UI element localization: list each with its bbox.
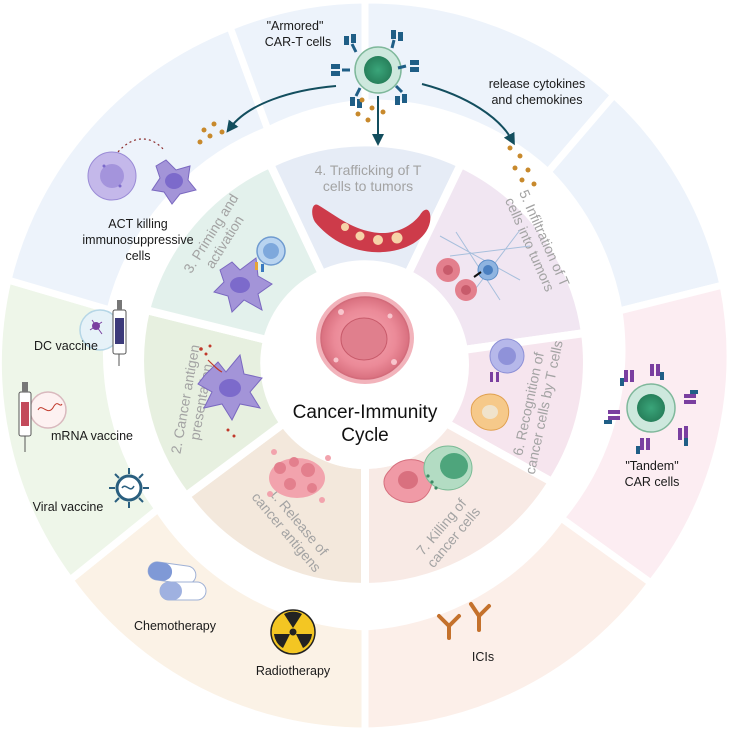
icis-antibodies-icon <box>437 602 491 640</box>
cytokine-dots <box>197 97 537 187</box>
chemotherapy-icon <box>147 561 207 601</box>
center-title-line2: Cycle <box>341 425 389 446</box>
therapy-labels: "Armored" CAR-T cells release cytokines … <box>33 19 680 678</box>
arrows <box>226 83 515 146</box>
killing-cancer-cells-icon <box>383 445 473 503</box>
antigen-release-icon <box>267 449 331 503</box>
tandem-car-icon <box>604 364 698 454</box>
cytokines-label-line2: and chemokines <box>491 93 582 107</box>
act-label-line3: cells <box>125 249 150 263</box>
svg-text:4. Trafficking of T: 4. Trafficking of T <box>315 162 422 178</box>
antigen-presenting-cell-icon <box>197 344 263 438</box>
center-hub: Cancer-Immunity Cycle <box>261 261 469 469</box>
act-label-line2: immunosuppressive <box>82 233 193 247</box>
dendritic-t-cell-icon <box>213 236 286 313</box>
mrna-vaccine-label: mRNA vaccine <box>51 429 133 443</box>
armored-car-t-icon <box>331 30 419 108</box>
arrow-to-infiltration <box>421 83 515 146</box>
dc-vaccine-icon <box>79 300 127 366</box>
recognition-icon <box>470 338 525 431</box>
dc-vaccine-label: DC vaccine <box>34 339 98 353</box>
icis-label: ICIs <box>472 650 494 664</box>
act-cells-icon <box>87 138 197 205</box>
radiotherapy-label: Radiotherapy <box>256 664 331 678</box>
tumor-cell-icon <box>316 292 414 384</box>
arrow-to-priming <box>226 85 337 133</box>
viral-vaccine-label: Viral vaccine <box>33 500 104 514</box>
step-label-4: 4. Trafficking of T cells to tumors <box>315 162 422 194</box>
tandem-label-line1: "Tandem" <box>625 459 678 473</box>
radiotherapy-icon <box>270 609 316 655</box>
infiltration-icon <box>436 229 531 301</box>
mrna-vaccine-icon <box>18 382 67 452</box>
act-label-line1: ACT killing <box>108 217 168 231</box>
tandem-label-line2: CAR cells <box>625 475 680 489</box>
cytokines-label-line1: release cytokines <box>489 77 586 91</box>
chemotherapy-label: Chemotherapy <box>134 619 217 633</box>
svg-text:cells to tumors: cells to tumors <box>323 178 413 194</box>
blood-vessel-icon <box>312 204 431 253</box>
armored-label-line2: CAR-T cells <box>265 35 331 49</box>
armored-label-line1: "Armored" <box>267 19 324 33</box>
center-title-line1: Cancer-Immunity <box>293 402 438 423</box>
viral-vaccine-icon <box>109 468 149 508</box>
